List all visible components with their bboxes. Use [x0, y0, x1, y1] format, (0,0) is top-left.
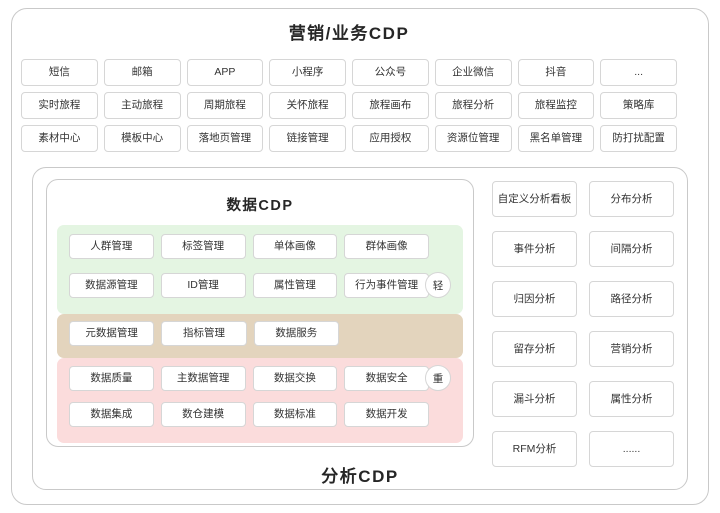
chip-blacklist-management[interactable]: 黑名单管理	[517, 125, 595, 152]
chip-journey-canvas[interactable]: 旅程画布	[352, 92, 429, 119]
chip-interval-analysis[interactable]: 间隔分析	[589, 231, 674, 267]
chip-metric-management[interactable]: 指标管理	[161, 321, 247, 346]
chip-group-profile[interactable]: 群体画像	[344, 234, 429, 259]
chip-event-analysis[interactable]: 事件分析	[492, 231, 577, 267]
chip-data-development[interactable]: 数据开发	[344, 402, 429, 427]
chip-id-management[interactable]: ID管理	[160, 273, 246, 298]
chip-data-service[interactable]: 数据服务	[253, 321, 339, 346]
chip-attribute-analysis[interactable]: 属性分析	[589, 381, 674, 417]
chip-more[interactable]: ...	[600, 59, 677, 86]
chip-strategy-library[interactable]: 策略库	[600, 92, 677, 119]
chip-behavior-event-management[interactable]: 行为事件管理	[344, 273, 429, 298]
chip-template-center[interactable]: 模板中心	[103, 125, 181, 152]
chip-attribution-analysis[interactable]: 归因分析	[492, 281, 577, 317]
chip-datasource-management[interactable]: 数据源管理	[69, 273, 154, 298]
chip-analysis-more[interactable]: ......	[589, 431, 674, 467]
light-band-row-2: 数据源管理 ID管理 属性管理 行为事件管理	[69, 273, 429, 298]
chip-journey-monitor[interactable]: 旅程监控	[517, 92, 595, 119]
chip-master-data-management[interactable]: 主数据管理	[160, 366, 246, 391]
chip-care-journey[interactable]: 关怀旅程	[269, 92, 346, 119]
chip-douyin[interactable]: 抖音	[517, 59, 595, 86]
chip-realtime-journey[interactable]: 实时旅程	[21, 92, 98, 119]
data-cdp-title: 数据CDP	[226, 198, 294, 214]
marketing-cdp-title: 营销/业务CDP	[288, 24, 410, 43]
chip-landing-page-management[interactable]: 落地页管理	[186, 125, 264, 152]
chip-link-management[interactable]: 链接管理	[269, 125, 346, 152]
chip-distribution-analysis[interactable]: 分布分析	[589, 181, 674, 217]
chip-tag-management[interactable]: 标签管理	[160, 234, 246, 259]
journey-chip-row: 实时旅程 主动旅程 周期旅程 关怀旅程 旅程画布 旅程分析 旅程监控 策略库	[21, 92, 677, 119]
channel-chip-row: 短信 邮箱 APP 小程序 公众号 企业微信 抖音 ...	[21, 59, 677, 86]
chip-material-center[interactable]: 素材中心	[21, 125, 98, 152]
chip-data-integration[interactable]: 数据集成	[69, 402, 154, 427]
chip-enterprise-wechat[interactable]: 企业微信	[434, 59, 512, 86]
chip-rfm-analysis[interactable]: RFM分析	[492, 431, 577, 467]
chip-individual-profile[interactable]: 单体画像	[252, 234, 338, 259]
chip-sms[interactable]: 短信	[21, 59, 98, 86]
chip-funnel-analysis[interactable]: 漏斗分析	[492, 381, 577, 417]
chip-do-not-disturb-config[interactable]: 防打扰配置	[600, 125, 677, 152]
chip-email[interactable]: 邮箱	[103, 59, 181, 86]
chip-journey-analysis[interactable]: 旅程分析	[434, 92, 512, 119]
chip-metadata-management[interactable]: 元数据管理	[69, 321, 155, 346]
chip-attribute-management[interactable]: 属性管理	[252, 273, 338, 298]
chip-warehouse-modeling[interactable]: 数仓建模	[160, 402, 246, 427]
chip-resource-slot-management[interactable]: 资源位管理	[434, 125, 512, 152]
chip-marketing-analysis[interactable]: 营销分析	[589, 331, 674, 367]
heavy-band-row-2: 数据集成 数仓建模 数据标准 数据开发	[69, 402, 429, 427]
heavy-band-row-1: 数据质量 主数据管理 数据交换 数据安全	[69, 366, 429, 391]
chip-app-authorization[interactable]: 应用授权	[352, 125, 429, 152]
asset-chip-row: 素材中心 模板中心 落地页管理 链接管理 应用授权 资源位管理 黑名单管理 防打…	[21, 125, 677, 152]
chip-mini-program[interactable]: 小程序	[269, 59, 346, 86]
chip-path-analysis[interactable]: 路径分析	[589, 281, 674, 317]
badge-light-weight: 轻	[425, 272, 451, 298]
chip-app[interactable]: APP	[186, 59, 264, 86]
chip-custom-analysis-dashboard[interactable]: 自定义分析看板	[492, 181, 577, 217]
chip-official-account[interactable]: 公众号	[352, 59, 429, 86]
chip-data-standard[interactable]: 数据标准	[252, 402, 338, 427]
chip-audience-management[interactable]: 人群管理	[69, 234, 154, 259]
analysis-capability-grid: 自定义分析看板 分布分析 事件分析 间隔分析 归因分析 路径分析 留存分析 营销…	[492, 181, 674, 467]
chip-active-journey[interactable]: 主动旅程	[103, 92, 181, 119]
chip-retention-analysis[interactable]: 留存分析	[492, 331, 577, 367]
light-band-row-1: 人群管理 标签管理 单体画像 群体画像	[69, 234, 429, 259]
chip-periodic-journey[interactable]: 周期旅程	[186, 92, 264, 119]
chip-data-quality[interactable]: 数据质量	[69, 366, 154, 391]
mid-band-row-1: 元数据管理 指标管理 数据服务	[69, 321, 339, 346]
badge-heavy-weight: 重	[425, 365, 451, 391]
analysis-cdp-title: 分析CDP	[321, 467, 399, 486]
chip-data-exchange[interactable]: 数据交换	[252, 366, 338, 391]
chip-data-security[interactable]: 数据安全	[344, 366, 429, 391]
